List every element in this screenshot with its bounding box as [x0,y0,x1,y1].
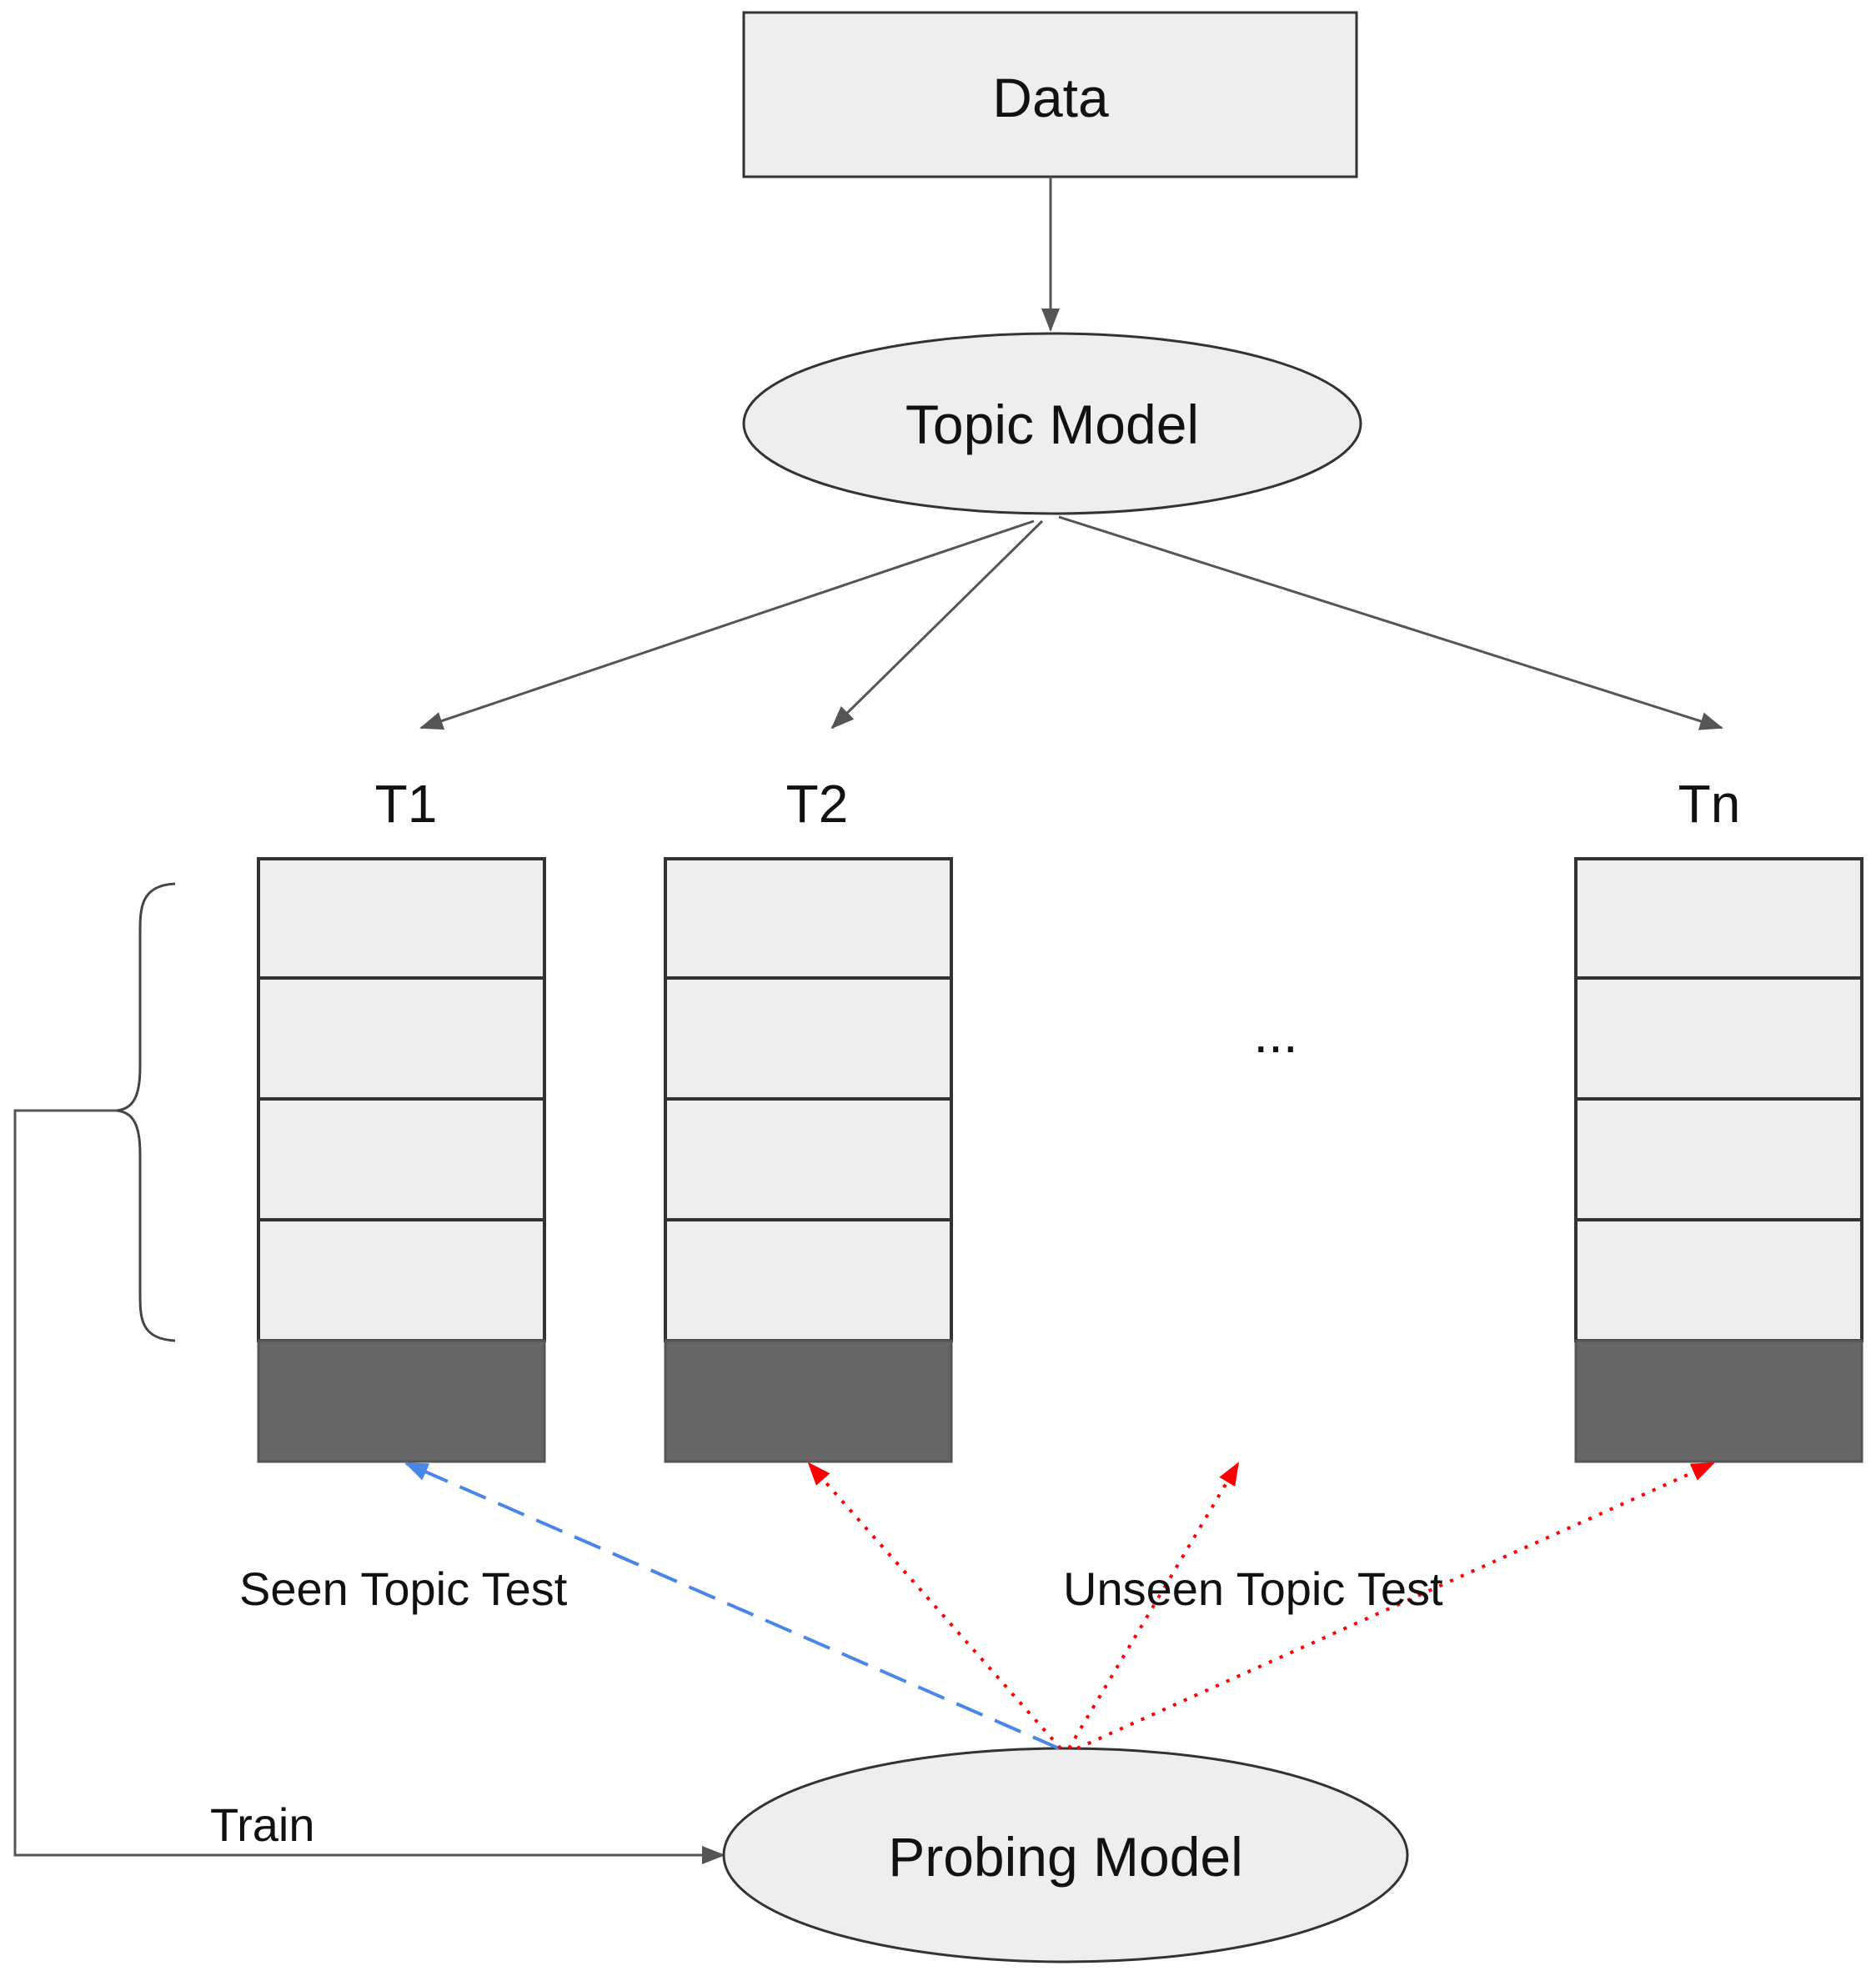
train-block [257,857,546,980]
train-block [664,857,953,980]
column-label-t2: T2 [786,774,849,834]
train-block [664,1218,953,1342]
seen-topic-test-arrow [404,1462,1060,1750]
test-block [257,1339,546,1463]
train-block [257,1218,546,1342]
unseen-topic-test-arrow-mid [1067,1462,1240,1750]
train-block [664,976,953,1101]
test-block [664,1339,953,1463]
column-label-t1: T1 [375,774,438,834]
data-label: Data [992,67,1109,128]
unseen-topic-test-label: Unseen Topic Test [1063,1562,1443,1615]
topic-model-to-t1-arrow [419,519,1035,730]
column-t2 [664,857,953,1463]
unseen-topic-test-arrow-t2 [807,1462,1062,1750]
column-tn [1574,857,1863,1463]
topic-model-to-tn-arrow [1058,515,1723,730]
column-t1 [257,857,546,1463]
topic-model-label: Topic Model [905,394,1199,455]
training-brace [116,882,176,1342]
train-block [257,976,546,1101]
train-block [1574,976,1863,1101]
seen-topic-test-label: Seen Topic Test [239,1562,568,1615]
train-block [257,1097,546,1221]
ellipsis-label: ... [1253,1004,1297,1064]
probing-model-node: Probing Model [722,1747,1409,1963]
probing-model-label: Probing Model [888,1826,1243,1888]
train-block [664,1097,953,1221]
train-block [1574,1218,1863,1342]
train-block [1574,857,1863,980]
train-arrow [13,1109,725,1864]
data-node: Data [742,11,1358,178]
train-label: Train [210,1798,315,1851]
topic-model-to-t2-arrow [830,519,1044,730]
test-block [1574,1339,1863,1463]
train-block [1574,1097,1863,1221]
column-label-tn: Tn [1678,774,1741,834]
topic-model-node: Topic Model [742,332,1362,515]
